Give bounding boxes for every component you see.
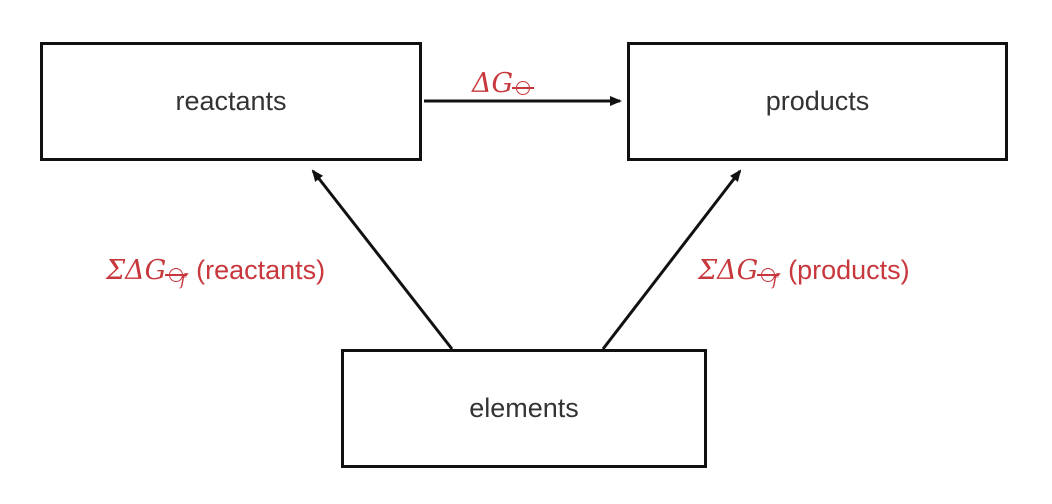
reactants-formation-label: ΣΔG⊖f (reactants): [106, 257, 325, 288]
sum-delta-g-symbol: ΣΔG: [698, 255, 759, 286]
products-qualifier: (products): [788, 255, 910, 285]
formation-subscript: f: [772, 270, 779, 290]
standard-state-symbol: ⊖: [165, 268, 188, 282]
elements-box-label: elements: [469, 393, 579, 423]
standard-state-symbol: ⊖: [512, 81, 535, 95]
reactants-box: reactants: [40, 42, 422, 161]
arrow-elements-to-reactants: [311, 169, 454, 350]
products-formation-label: ΣΔG⊖f (products): [698, 257, 910, 288]
products-box: products: [627, 42, 1008, 161]
sum-delta-g-symbol: ΣΔG: [106, 255, 167, 286]
standard-state-symbol: ⊖: [757, 268, 780, 282]
reaction-gibbs-label: ΔG⊖: [472, 68, 535, 99]
delta-g-symbol: ΔG: [472, 68, 514, 99]
products-box-label: products: [765, 86, 870, 116]
reactants-qualifier: (reactants): [196, 255, 326, 285]
formation-subscript: f: [180, 270, 187, 290]
reactants-box-label: reactants: [175, 86, 287, 116]
arrow-elements-to-products: [601, 169, 742, 350]
elements-box: elements: [341, 349, 707, 468]
